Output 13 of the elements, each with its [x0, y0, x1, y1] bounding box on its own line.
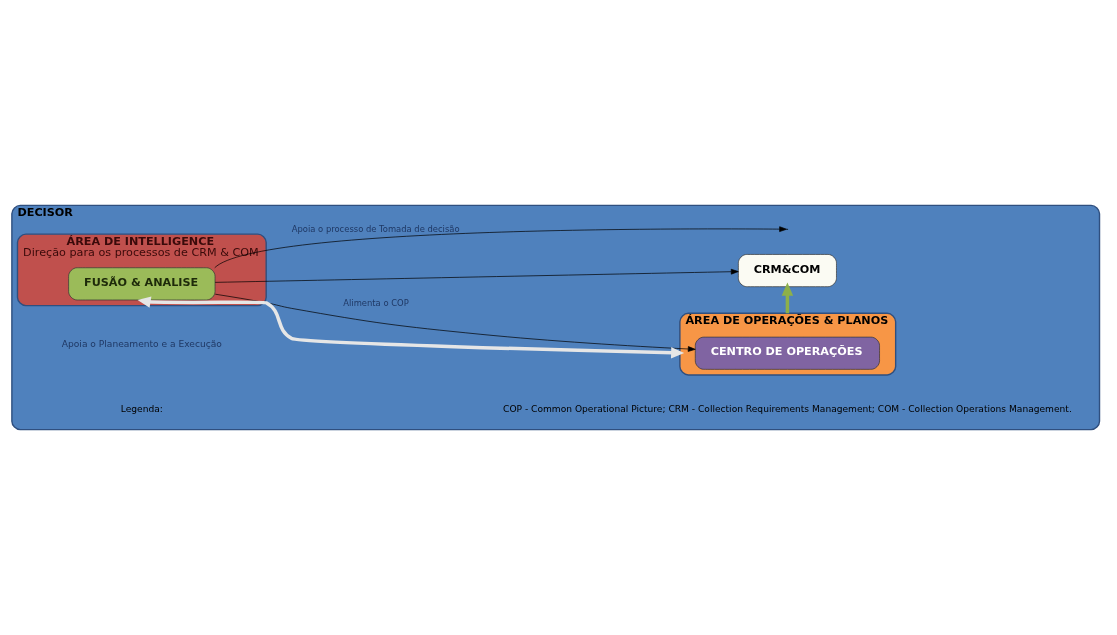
arrow: [214, 268, 739, 283]
node-box: FUSÃO & ANALISE: [68, 267, 216, 301]
label: COP - Common Operational Picture; CRM - Collection Requirements Management; COM - Collection Operations Management.: [503, 403, 1072, 414]
arrow: [781, 282, 794, 314]
edge-label: Alimenta o COP: [343, 298, 409, 309]
label: Legenda:: [120, 403, 163, 414]
edge-label: Apoia o processo de Tomada de decisão: [291, 223, 460, 234]
label: Apoia o Planeamento e a Execução: [61, 339, 222, 350]
arrow: [137, 296, 685, 359]
arrow: [214, 226, 787, 269]
arrow: [214, 293, 696, 352]
node-box: CENTRO DE OPERAÇÕES: [694, 336, 880, 370]
node-box: CRM&COM: [738, 254, 837, 288]
